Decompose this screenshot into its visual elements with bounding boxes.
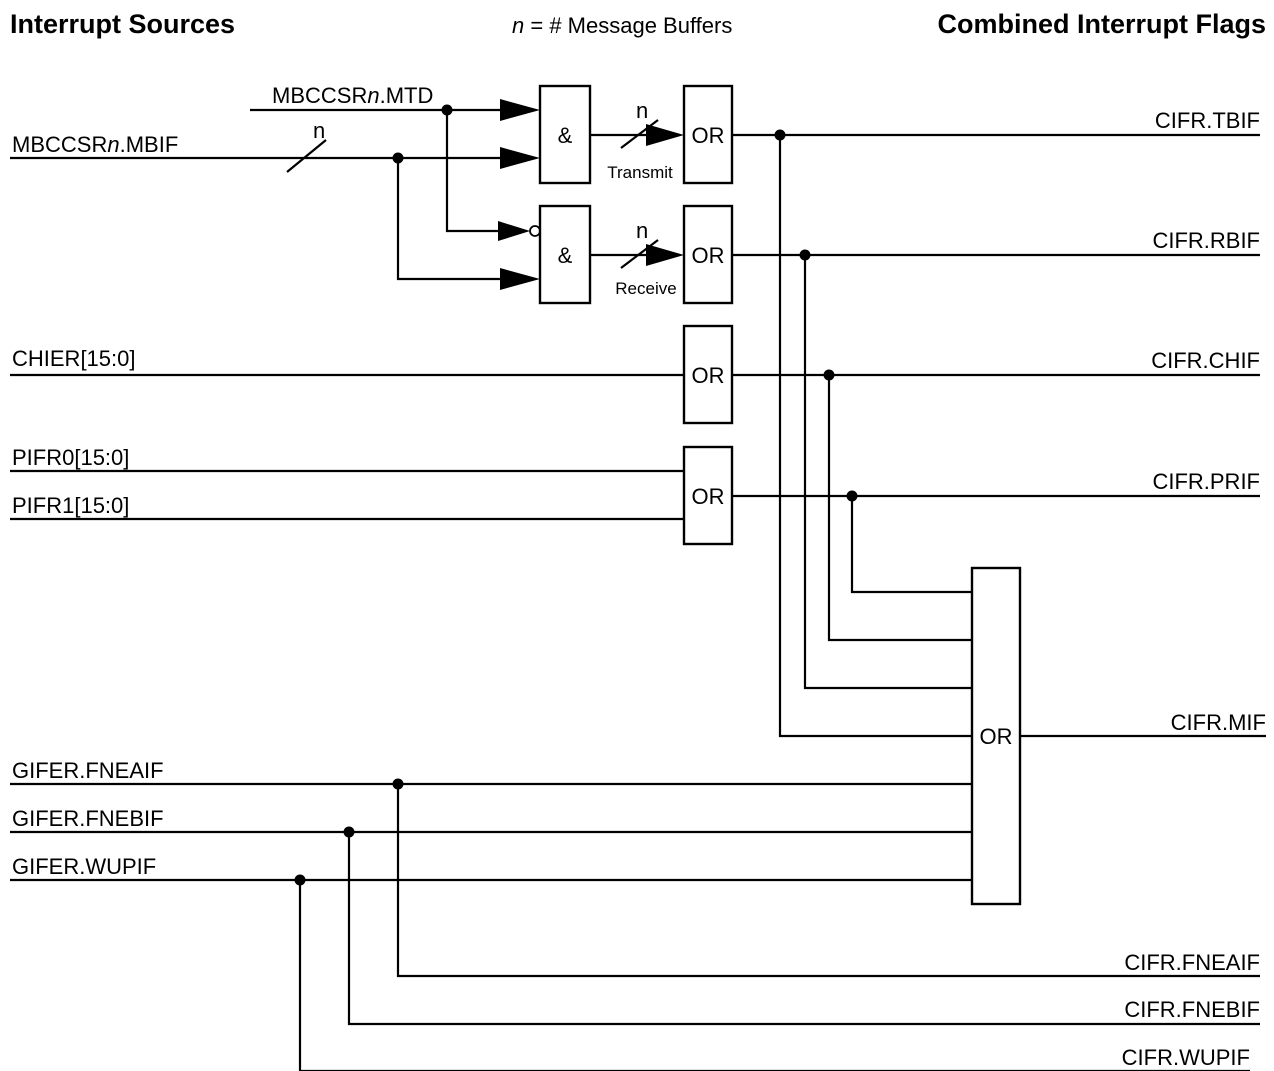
input-label-pifr0: PIFR0[15:0] <box>12 445 129 470</box>
or-gate-chier: OR <box>682 324 734 425</box>
message-buffers-note: n = # Message Buffers <box>512 13 732 38</box>
input-label-chier: CHIER[15:0] <box>12 346 136 371</box>
input-label-gifer-fneaif: GIFER.FNEAIF <box>12 758 164 783</box>
bus-width-transmit: n <box>636 98 648 123</box>
receive-label: Receive <box>615 279 676 298</box>
svg-text:OR: OR <box>692 363 725 388</box>
input-label-gifer-wupif: GIFER.WUPIF <box>12 854 156 879</box>
transmit-label: Transmit <box>607 163 673 182</box>
or-gate-transmit: OR <box>682 84 734 185</box>
and-gate-transmit: & <box>538 84 592 185</box>
input-label-gifer-fnebif: GIFER.FNEBIF <box>12 806 164 831</box>
bus-width-receive: n <box>636 218 648 243</box>
junction-dots <box>294 104 858 886</box>
output-label-fnebif: CIFR.FNEBIF <box>1124 997 1260 1022</box>
svg-text:OR: OR <box>692 243 725 268</box>
output-label-prif: CIFR.PRIF <box>1152 469 1260 494</box>
output-label-fneaif: CIFR.FNEAIF <box>1124 950 1260 975</box>
output-label-chif: CIFR.CHIF <box>1151 348 1260 373</box>
output-label-wupif: CIFR.WUPIF <box>1122 1045 1250 1070</box>
output-label-rbif: CIFR.RBIF <box>1152 228 1260 253</box>
or-gate-mif: OR <box>970 566 1022 906</box>
output-label-mif: CIFR.MIF <box>1171 710 1266 735</box>
inversion-bubble <box>529 225 541 237</box>
svg-text:&: & <box>558 123 573 148</box>
svg-text:&: & <box>558 243 573 268</box>
input-label-pifr1: PIFR1[15:0] <box>12 493 129 518</box>
bus-slashes <box>286 119 659 269</box>
svg-text:OR: OR <box>692 484 725 509</box>
arrowheads <box>498 99 684 290</box>
or-gate-receive: OR <box>682 204 734 305</box>
input-label-mbif: MBCCSRn.MBIF <box>12 132 178 157</box>
and-gate-receive: & <box>538 204 592 305</box>
svg-text:OR: OR <box>980 724 1013 749</box>
wires <box>10 108 1266 1071</box>
output-label-tbif: CIFR.TBIF <box>1155 108 1260 133</box>
svg-text:OR: OR <box>692 123 725 148</box>
combined-interrupt-flags-title: Combined Interrupt Flags <box>937 9 1266 39</box>
interrupt-sources-title: Interrupt Sources <box>10 9 235 39</box>
or-gate-pifr: OR <box>682 445 734 546</box>
bus-width-mbif: n <box>313 118 325 143</box>
input-label-mtd: MBCCSRn.MTD <box>272 83 433 108</box>
